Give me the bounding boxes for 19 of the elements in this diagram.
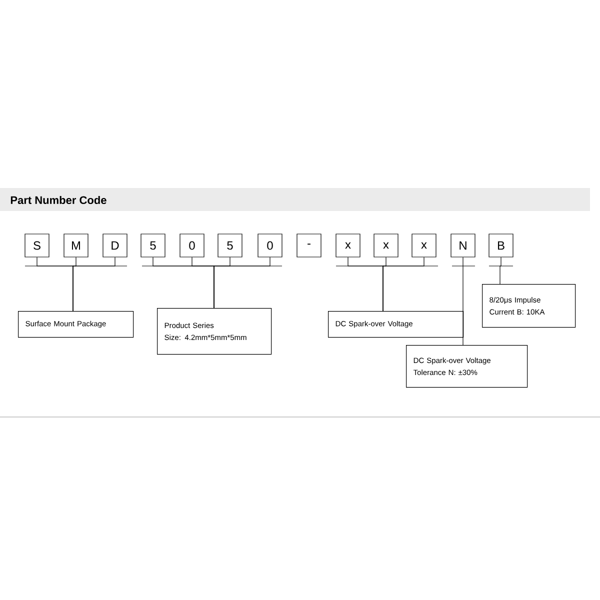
code-letter-box: D [102, 234, 128, 258]
code-letter-box: x [374, 234, 398, 258]
code-letter-box: S [24, 234, 50, 258]
connector-line [462, 257, 464, 346]
code-letter-box: 0 [180, 234, 204, 258]
code-letter-box: 5 [140, 234, 166, 258]
code-letter-box: M [64, 234, 88, 258]
connector-line [500, 257, 502, 284]
connector-line [72, 257, 116, 312]
code-letter-box: B [488, 234, 514, 258]
connector-line [382, 257, 424, 312]
code-letter-box: 5 [218, 234, 242, 258]
connector-line [214, 257, 270, 308]
code-letter-box: x [336, 234, 360, 258]
code-letter-box: x [412, 234, 436, 258]
code-letter-box: N [450, 234, 476, 258]
code-letter-box: - [296, 234, 322, 258]
section-title: Part Number Code [10, 196, 106, 204]
code-letter-box: 0 [258, 234, 282, 258]
